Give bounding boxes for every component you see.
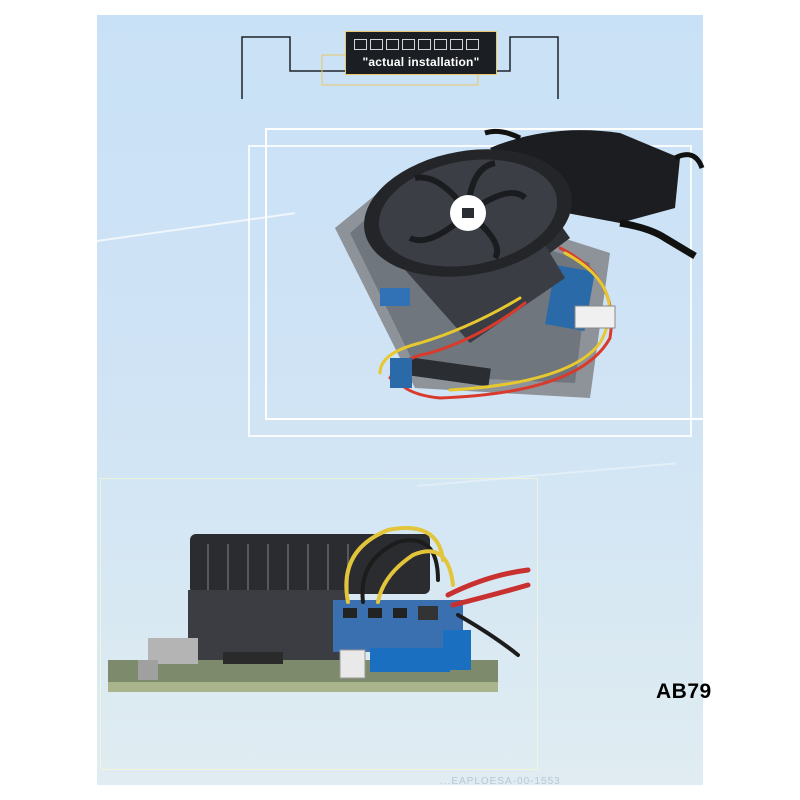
photo-frame-bottom bbox=[100, 478, 538, 770]
glyph bbox=[466, 39, 479, 50]
product-code-label: AB79 bbox=[656, 680, 712, 703]
glyph bbox=[418, 39, 431, 50]
installation-photo-bottom bbox=[108, 520, 538, 695]
glyph bbox=[354, 39, 367, 50]
photo-frame-top bbox=[265, 128, 705, 420]
header-title: "actual installation" bbox=[362, 55, 480, 69]
power-module-board-icon bbox=[333, 600, 471, 679]
installation-photo-top bbox=[320, 128, 705, 413]
glyph bbox=[386, 39, 399, 50]
footer-text: ...EAPLOESA-00-1553 bbox=[440, 776, 561, 787]
header-badge: "actual installation" bbox=[345, 31, 497, 75]
power-cables-icon bbox=[378, 246, 616, 400]
glyph bbox=[450, 39, 463, 50]
glyph bbox=[402, 39, 415, 50]
cpu-cooler-fan-icon bbox=[364, 149, 572, 277]
glyph bbox=[434, 39, 447, 50]
glyph bbox=[370, 39, 383, 50]
photo-frame-top-back bbox=[248, 145, 692, 437]
wires-icon bbox=[344, 526, 531, 657]
header-chinese-glyphs bbox=[354, 39, 479, 50]
